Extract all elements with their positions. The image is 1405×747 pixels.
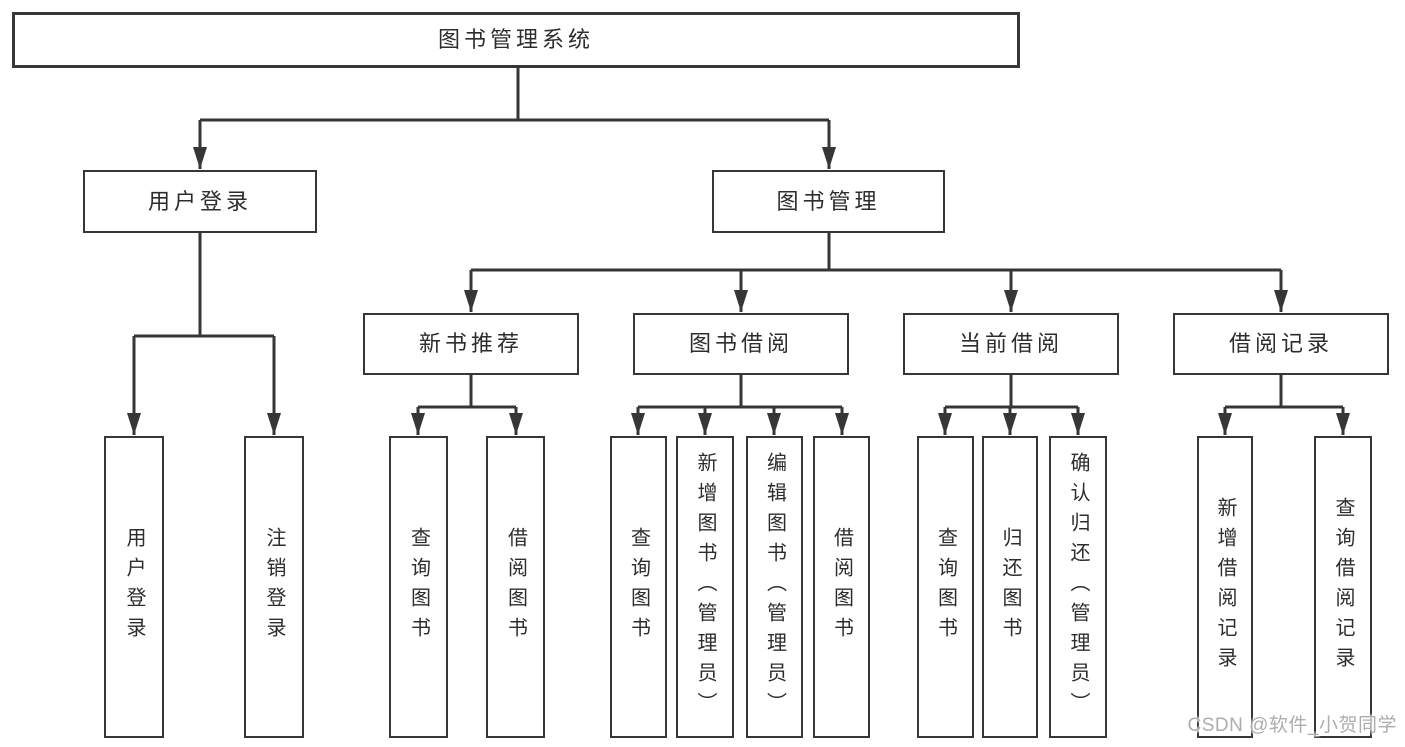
node-leaf-borrow-books: 借阅图书 <box>486 436 545 738</box>
node-label: 用户登录 <box>147 188 252 214</box>
node-label: 新增图书（管理员） <box>694 452 716 722</box>
node-book-management: 图书管理 <box>712 170 945 233</box>
node-label: 查询图书 <box>627 527 650 647</box>
node-label: 确认归还（管理员） <box>1067 452 1089 722</box>
connector <box>134 68 1343 409</box>
node-label: 用户登录 <box>123 527 145 647</box>
node-leaf-query-books: 查询图书 <box>389 436 448 738</box>
node-current-borrow: 当前借阅 <box>903 313 1119 375</box>
node-leaf-query-borrow-record: 查询借阅记录 <box>1314 436 1372 738</box>
node-label: 注销登录 <box>263 527 285 647</box>
node-label: 借阅图书 <box>830 527 853 647</box>
node-library-system: 图书管理系统 <box>12 12 1020 68</box>
watermark: CSDN @软件_小贺同学 <box>1187 715 1397 736</box>
node-label: 查询图书 <box>934 527 957 647</box>
node-label: 图书管理系统 <box>437 27 594 52</box>
node-label: 借阅记录 <box>1228 331 1333 356</box>
node-label: 查询借阅记录 <box>1332 497 1354 677</box>
node-leaf-query-books: 查询图书 <box>610 436 667 738</box>
node-label: 新增借阅记录 <box>1214 497 1236 677</box>
node-book-borrow: 图书借阅 <box>633 313 849 375</box>
node-leaf-borrow-books: 借阅图书 <box>813 436 870 738</box>
node-leaf-add-borrow-record: 新增借阅记录 <box>1197 436 1253 738</box>
node-user-login: 用户登录 <box>83 170 317 233</box>
node-label: 当前借阅 <box>958 331 1063 356</box>
node-new-book-recommend: 新书推荐 <box>363 313 579 375</box>
node-label: 图书管理 <box>776 188 881 214</box>
node-leaf-user-login: 用户登录 <box>104 436 164 738</box>
node-leaf-query-books: 查询图书 <box>917 436 974 738</box>
node-label: 新书推荐 <box>418 331 523 356</box>
node-label: 借阅图书 <box>504 527 527 647</box>
node-label: 查询图书 <box>407 527 430 647</box>
node-borrow-records: 借阅记录 <box>1173 313 1389 375</box>
node-label: 归还图书 <box>999 527 1021 647</box>
node-label: 编辑图书（管理员） <box>763 452 786 722</box>
node-leaf-edit-book-admin: 编辑图书（管理员） <box>746 436 803 738</box>
node-leaf-logout: 注销登录 <box>244 436 304 738</box>
node-leaf-add-book-admin: 新增图书（管理员） <box>676 436 734 738</box>
node-leaf-return-books: 归还图书 <box>982 436 1038 738</box>
node-leaf-confirm-return-admin: 确认归还（管理员） <box>1049 436 1107 738</box>
node-label: 图书借阅 <box>688 331 793 356</box>
